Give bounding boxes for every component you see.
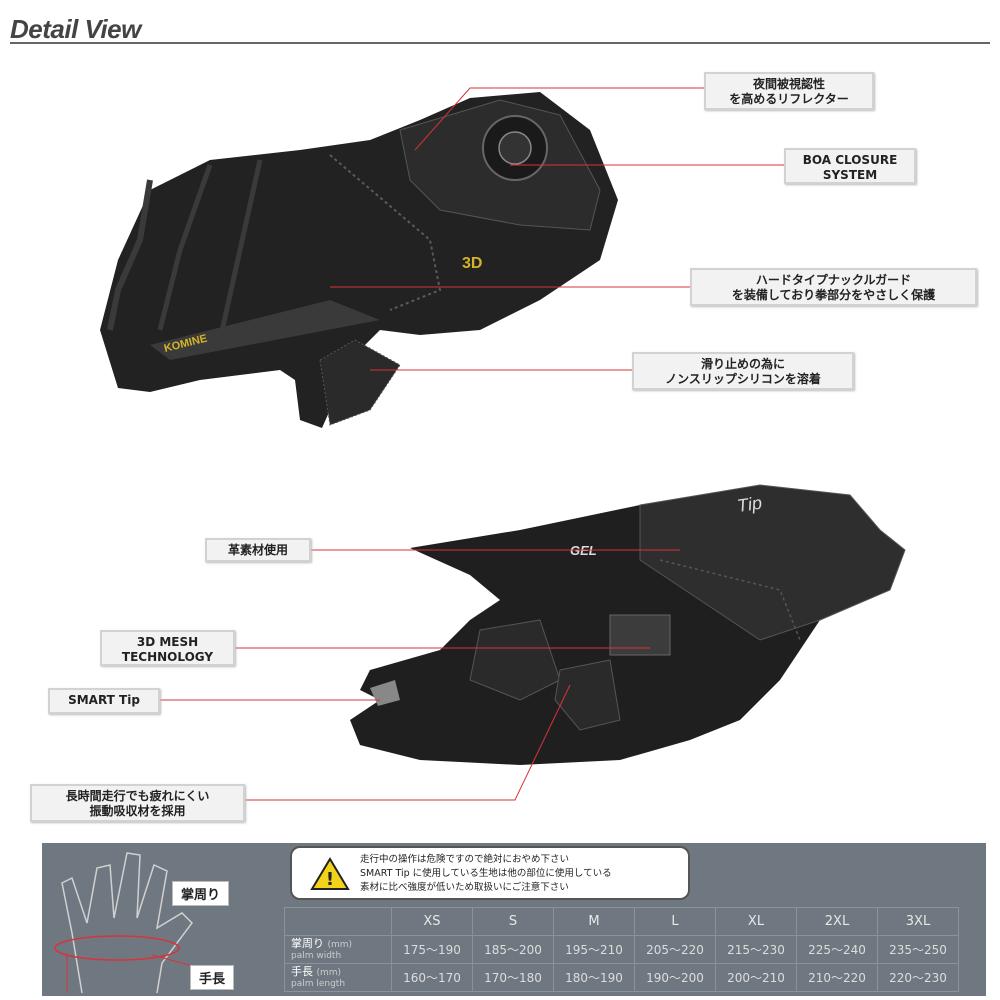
table-cell: 210〜220 xyxy=(796,963,878,992)
3d-badge: 3D xyxy=(462,255,482,272)
palm-width-row: 掌周り (mm) palm width 175〜190 185〜200 195〜… xyxy=(284,935,959,964)
table-cell: 190〜200 xyxy=(634,963,716,992)
size-xs: XS xyxy=(391,907,473,936)
size-3xl: 3XL xyxy=(877,907,959,936)
glove-illustrations: KOMINE 3D GEL Tip xyxy=(100,87,906,801)
leader-lines xyxy=(160,87,784,801)
palm-label: 掌周り xyxy=(172,881,230,906)
callout-silicon: 滑り止めの為にノンスリップシリコンを溶着 xyxy=(632,352,854,390)
table-cell: 195〜210 xyxy=(553,935,635,964)
size-m: M xyxy=(553,907,635,936)
warning-icon: ! xyxy=(310,857,350,890)
callout-gel: 長時間走行でも疲れにくい振動吸収材を採用 xyxy=(30,784,245,822)
size-table: XS S M L XL 2XL 3XL 掌周り (mm) palm width … xyxy=(284,907,959,992)
page-title: Detail View xyxy=(10,14,141,44)
hand-outline-icon xyxy=(54,852,213,994)
table-cell: 185〜200 xyxy=(472,935,554,964)
size-s: S xyxy=(472,907,554,936)
table-cell: 180〜190 xyxy=(553,963,635,992)
size-l: L xyxy=(634,907,716,936)
callout-smart-tip: SMART Tip xyxy=(48,688,160,714)
size-xl: XL xyxy=(715,907,797,936)
table-cell: 220〜230 xyxy=(877,963,959,992)
length-label: 手長 xyxy=(190,965,235,990)
size-2xl: 2XL xyxy=(796,907,878,936)
warning-box: ! 走行中の操作は危険ですので絶対におやめ下さい SMART Tip に使用して… xyxy=(290,846,690,900)
glove-back-image: KOMINE 3D xyxy=(100,92,618,428)
tip-print: Tip xyxy=(736,493,763,516)
table-cell: 215〜230 xyxy=(715,935,797,964)
callout-reflector: 夜間被視認性を高めるリフレクター xyxy=(704,72,874,110)
size-header-row: XS S M L XL 2XL 3XL xyxy=(284,907,959,936)
table-cell: 175〜190 xyxy=(391,935,473,964)
callout-leather: 革素材使用 xyxy=(205,538,311,562)
size-chart: 掌周り 手長 ! 走行中の操作は危険ですので絶対におやめ下さい SMART Ti… xyxy=(42,843,986,996)
palm-length-row: 手長 (mm) palm length 160〜170 170〜180 180〜… xyxy=(284,963,959,992)
title-divider xyxy=(10,42,990,44)
table-cell: 205〜220 xyxy=(634,935,716,964)
hand-measure-panel: 掌周り 手長 xyxy=(42,843,282,996)
table-cell: 225〜240 xyxy=(796,935,878,964)
warning-text: 走行中の操作は危険ですので絶対におやめ下さい SMART Tip に使用している… xyxy=(360,854,612,893)
table-cell: 200〜210 xyxy=(715,963,797,992)
svg-text:!: ! xyxy=(326,869,334,890)
table-cell: 235〜250 xyxy=(877,935,959,964)
glove-palm-image: GEL Tip xyxy=(350,484,906,765)
callout-knuckle-guard: ハードタイプナックルガードを装備しており拳部分をやさしく保護 xyxy=(690,268,977,306)
table-cell: 160〜170 xyxy=(391,963,473,992)
table-cell: 170〜180 xyxy=(472,963,554,992)
